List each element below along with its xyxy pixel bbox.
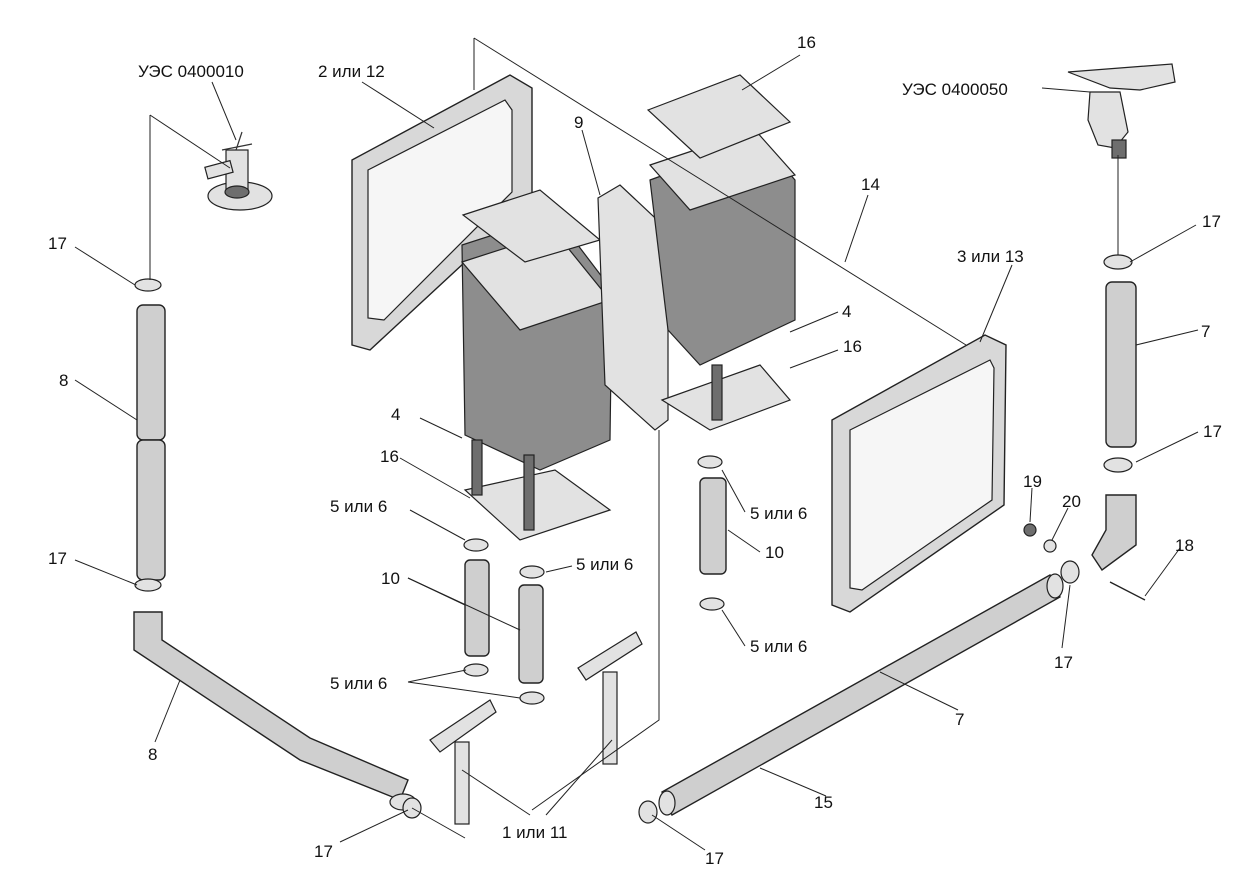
label-18: 18 xyxy=(1175,536,1194,555)
label-9: 9 xyxy=(574,113,583,132)
label-14: 14 xyxy=(861,175,880,194)
label-5-or-6-b: 5 или 6 xyxy=(750,504,807,523)
label-4-left: 4 xyxy=(391,405,400,424)
label-17-right-middle: 17 xyxy=(1203,422,1222,441)
hoses-10 xyxy=(464,477,727,684)
label-4-right: 4 xyxy=(842,302,851,321)
label-2-or-12: 2 или 12 xyxy=(318,62,385,81)
label-17-right-top: 17 xyxy=(1202,212,1221,231)
clamps xyxy=(402,455,1080,824)
label-19: 19 xyxy=(1023,472,1042,491)
label-16-top: 16 xyxy=(797,33,816,52)
valve-ues-0400010 xyxy=(204,131,273,211)
label-7-right: 7 xyxy=(1201,322,1210,341)
label-17-right-bottom: 17 xyxy=(1054,653,1073,672)
label-16-left: 16 xyxy=(380,447,399,466)
label-5-or-6-e: 5 или 6 xyxy=(330,674,387,693)
label-15: 15 xyxy=(814,793,833,812)
hose-8-left xyxy=(133,278,417,811)
label-7-bottom: 7 xyxy=(955,710,964,729)
hose-7-bottom xyxy=(658,573,1064,816)
part-labels: УЭС 0400010 2 или 12 16 УЭС 0400050 9 14… xyxy=(48,33,1222,868)
label-17-left-middle: 17 xyxy=(48,549,67,568)
hose-7-right-vertical xyxy=(1091,254,1137,571)
radiator-4-right xyxy=(646,74,797,431)
label-5-or-6-c: 5 или 6 xyxy=(576,555,633,574)
label-17-bottom-left: 17 xyxy=(314,842,333,861)
pipes-1-or-11 xyxy=(429,631,643,825)
label-3-or-13: 3 или 13 xyxy=(957,247,1024,266)
radiator-4-left xyxy=(460,189,613,541)
label-ues-0400050: УЭС 0400050 xyxy=(902,80,1008,99)
leader-lines xyxy=(74,37,1199,851)
label-10-left: 10 xyxy=(381,569,400,588)
frame-2-or-12 xyxy=(351,74,533,351)
label-1-or-11: 1 или 11 xyxy=(502,823,567,842)
label-5-or-6-a: 5 или 6 xyxy=(330,497,387,516)
label-8-left-upper: 8 xyxy=(59,371,68,390)
panel-9 xyxy=(597,184,669,431)
frame-3-or-13 xyxy=(831,334,1007,613)
valve-ues-0400050 xyxy=(1067,63,1176,159)
label-16-middle: 16 xyxy=(843,337,862,356)
label-17-left-top: 17 xyxy=(48,234,67,253)
fasteners-18-19-20 xyxy=(1023,523,1146,601)
label-ues-0400010: УЭС 0400010 xyxy=(138,62,244,81)
label-20: 20 xyxy=(1062,492,1081,511)
label-17-bottom-middle: 17 xyxy=(705,849,724,868)
label-5-or-6-d: 5 или 6 xyxy=(750,637,807,656)
label-8-left-lower: 8 xyxy=(148,745,157,764)
label-10-right: 10 xyxy=(765,543,784,562)
